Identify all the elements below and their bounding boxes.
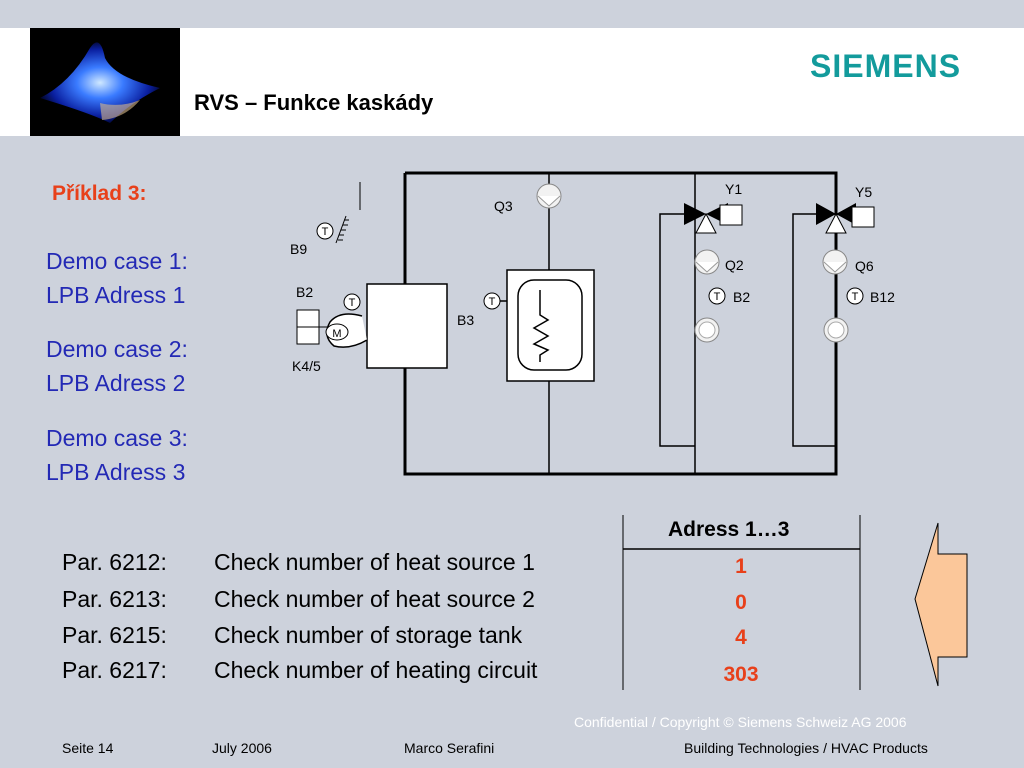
- siemens-logo: SIEMENS: [810, 48, 962, 84]
- label-b3: B3: [457, 312, 474, 328]
- address-value: 0: [735, 591, 747, 614]
- table-grid: [622, 515, 861, 690]
- demo-case-address: LPB Adress 1: [46, 282, 186, 308]
- label-q6: Q6: [855, 258, 874, 274]
- temp-sensor-b12: T: [846, 287, 864, 305]
- svg-text:M: M: [332, 328, 341, 340]
- confidential-notice: Confidential / Copyright © Siemens Schwe…: [574, 714, 907, 730]
- temp-sensor-b9: T: [316, 222, 334, 240]
- table-row: Par. 6212: Check number of heat source 1: [62, 549, 535, 576]
- label-q3: Q3: [494, 198, 513, 214]
- param-number: Par. 6217:: [62, 657, 167, 683]
- demo-case-2: Demo case 2: LPB Adress 2: [46, 332, 188, 400]
- label-b2-boiler: B2: [296, 284, 313, 300]
- mixing-valve-y1: [684, 203, 743, 234]
- mixing-valve-y5: [816, 203, 875, 234]
- demo-case-3: Demo case 3: LPB Adress 3: [46, 421, 188, 489]
- temp-sensor-b2-circuit: T: [708, 287, 726, 305]
- param-description: Check number of storage tank: [214, 622, 523, 648]
- table-row: Par. 6213: Check number of heat source 2: [62, 586, 535, 613]
- flame-logo-image: [30, 28, 180, 136]
- label-b12: B12: [870, 289, 895, 305]
- pump-q3: [536, 183, 562, 209]
- pointer-arrow-icon: [914, 522, 968, 687]
- demo-case-1: Demo case 1: LPB Adress 1: [46, 244, 188, 312]
- param-description: Check number of heat source 1: [214, 549, 535, 575]
- param-description: Check number of heating circuit: [214, 657, 538, 683]
- param-number: Par. 6213:: [62, 586, 167, 612]
- label-y5: Y5: [855, 184, 872, 200]
- address-value: 1: [735, 555, 747, 578]
- label-k45: K4/5: [292, 358, 321, 374]
- storage-tank: [506, 269, 595, 382]
- boiler: [296, 283, 448, 369]
- param-number: Par. 6212:: [62, 549, 167, 575]
- svg-text:T: T: [322, 226, 329, 238]
- example-label: Příklad 3:: [52, 182, 147, 205]
- svg-text:T: T: [489, 296, 496, 308]
- temp-sensor-b3: T: [483, 292, 501, 310]
- footer-division: Building Technologies / HVAC Products: [684, 740, 928, 756]
- label-q2: Q2: [725, 257, 744, 273]
- param-number: Par. 6215:: [62, 622, 167, 648]
- table-row: Par. 6215: Check number of storage tank: [62, 622, 522, 649]
- footer-date: July 2006: [212, 740, 272, 756]
- flow-meter-1: [694, 317, 720, 343]
- footer-page: Seite 14: [62, 740, 114, 756]
- svg-text:T: T: [714, 291, 721, 303]
- temp-sensor-b2-boiler: T: [343, 293, 361, 311]
- param-description: Check number of heat source 2: [214, 586, 535, 612]
- table-row: Par. 6217: Check number of heating circui…: [62, 657, 537, 684]
- demo-case-address: LPB Adress 3: [46, 459, 186, 485]
- address-value: 4: [735, 626, 747, 649]
- svg-text:T: T: [852, 291, 859, 303]
- address-column-header: Adress 1…3: [668, 518, 790, 541]
- svg-text:T: T: [349, 297, 356, 309]
- demo-case-title: Demo case 1:: [46, 248, 188, 274]
- address-value: 303: [723, 663, 759, 686]
- label-b9: B9: [290, 241, 307, 257]
- demo-case-address: LPB Adress 2: [46, 370, 186, 396]
- pump-q2: [694, 249, 720, 275]
- page-title: RVS – Funkce kaskády: [194, 90, 434, 115]
- label-y1: Y1: [725, 181, 742, 197]
- flow-meter-2: [823, 317, 849, 343]
- outdoor-sensor-hatch: [335, 215, 349, 244]
- motor-symbol: M: [325, 323, 349, 341]
- demo-case-title: Demo case 2:: [46, 336, 188, 362]
- pump-q6: [822, 249, 848, 275]
- demo-case-title: Demo case 3:: [46, 425, 188, 451]
- label-b2-circuit: B2: [733, 289, 750, 305]
- footer-author: Marco Serafini: [404, 740, 495, 756]
